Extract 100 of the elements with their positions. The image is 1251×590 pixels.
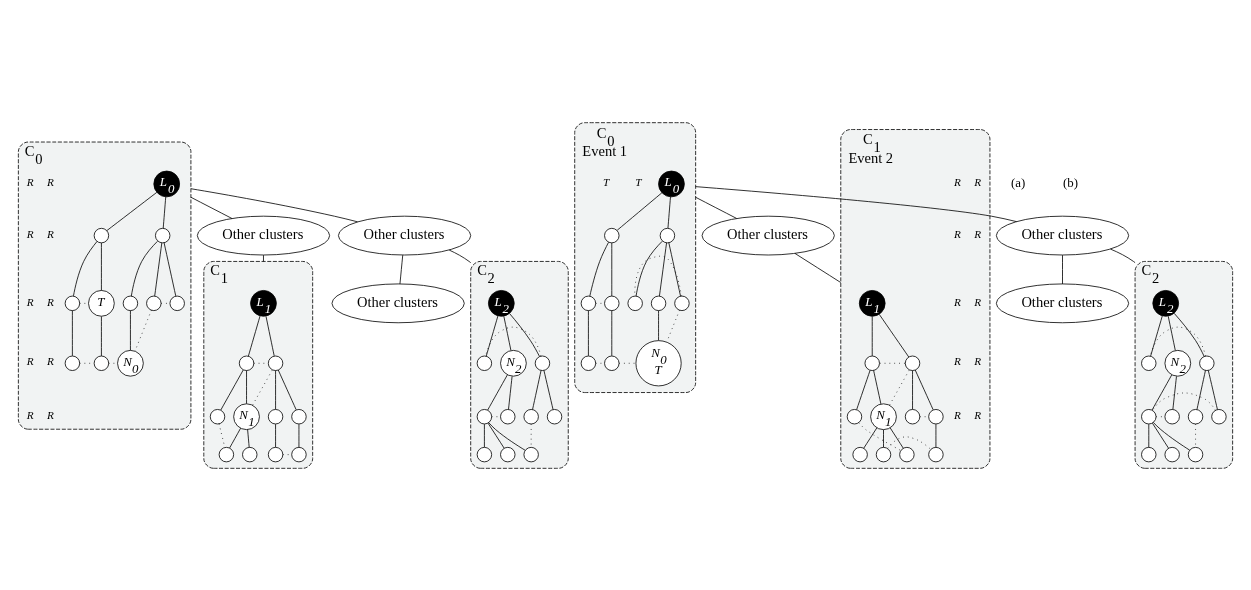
connector <box>1196 369 1206 410</box>
connector <box>667 195 671 229</box>
label: R <box>974 295 982 308</box>
node-circle <box>476 408 493 424</box>
node-circle <box>209 408 226 424</box>
node-circle <box>580 295 597 311</box>
connector <box>879 362 906 364</box>
label: R <box>954 227 961 240</box>
connector <box>532 369 542 410</box>
label: R <box>46 295 54 308</box>
connector <box>543 369 554 410</box>
connector <box>1150 315 1163 356</box>
connector <box>108 362 118 364</box>
node-circle <box>1211 408 1227 424</box>
node-circle <box>267 355 284 371</box>
connector <box>101 315 102 356</box>
connector <box>595 362 605 364</box>
node-circle <box>546 408 563 424</box>
connector <box>1149 326 1206 356</box>
connector <box>1207 369 1218 410</box>
connector <box>1152 392 1216 411</box>
connector <box>247 428 250 448</box>
connector <box>265 315 275 356</box>
connector <box>277 369 297 410</box>
node-circle <box>604 295 620 311</box>
node-circle <box>64 295 81 311</box>
connector <box>491 415 501 417</box>
label: R <box>954 295 961 308</box>
node-circle <box>846 408 863 424</box>
node-circle <box>476 355 493 371</box>
connector <box>1148 423 1150 448</box>
connector <box>1172 375 1177 410</box>
label: R <box>26 295 34 308</box>
connector <box>487 373 508 410</box>
node-ellipse: Other clusters <box>995 215 1130 255</box>
connector <box>634 255 682 296</box>
node-circle <box>604 227 620 243</box>
node-ellipse: Other clusters <box>196 215 331 255</box>
connector <box>162 195 167 229</box>
connector <box>595 302 605 304</box>
label: (a) <box>1010 175 1026 190</box>
node-circle <box>674 295 690 311</box>
connector <box>73 240 98 296</box>
label: R <box>46 354 54 367</box>
node-circle <box>169 295 185 311</box>
connector <box>79 302 89 304</box>
connector <box>130 309 131 351</box>
connector <box>101 242 102 291</box>
node-circle <box>1141 355 1157 371</box>
connector <box>298 423 300 448</box>
connector <box>856 369 871 410</box>
connector <box>263 254 264 262</box>
connector <box>887 435 932 450</box>
label: R <box>26 175 34 188</box>
connector <box>659 242 667 296</box>
connector <box>1110 248 1136 263</box>
node-ellipse: Other clusters <box>331 283 465 323</box>
connector <box>508 375 513 410</box>
connector <box>1152 421 1191 451</box>
connector <box>695 196 738 219</box>
node-circle <box>1141 446 1157 462</box>
connector <box>488 421 526 451</box>
connector <box>658 309 659 341</box>
label: R <box>954 408 961 421</box>
node-circle <box>534 355 551 371</box>
connector <box>275 369 276 410</box>
label: T <box>602 175 610 188</box>
node-circle <box>659 227 676 243</box>
connector <box>589 241 609 296</box>
connector <box>666 309 680 342</box>
connector <box>1062 254 1063 284</box>
connector <box>635 240 663 296</box>
node-circle <box>267 446 284 462</box>
node-circle <box>242 446 258 462</box>
label: R <box>26 408 34 421</box>
connector <box>863 426 878 449</box>
connector <box>912 369 913 410</box>
node-ellipse: Other clusters <box>701 215 835 255</box>
connector <box>190 196 233 219</box>
label: R <box>46 227 54 240</box>
node-circle <box>146 295 162 311</box>
connector <box>229 427 241 448</box>
node-circle <box>904 355 921 371</box>
connector <box>1151 373 1173 410</box>
connector <box>611 242 613 296</box>
node-circle <box>155 227 171 243</box>
node-circle <box>875 446 892 462</box>
label: (b) <box>1062 175 1078 190</box>
connector <box>794 252 842 283</box>
node-circle <box>64 355 81 371</box>
label: R <box>954 354 961 367</box>
connector <box>130 240 158 296</box>
node-circle <box>1141 408 1157 424</box>
node-circle <box>899 446 915 462</box>
connector <box>190 187 358 222</box>
connector <box>611 309 613 356</box>
connector <box>616 191 663 231</box>
label: R <box>974 227 982 240</box>
node-circle <box>852 446 868 462</box>
connector <box>883 428 884 448</box>
